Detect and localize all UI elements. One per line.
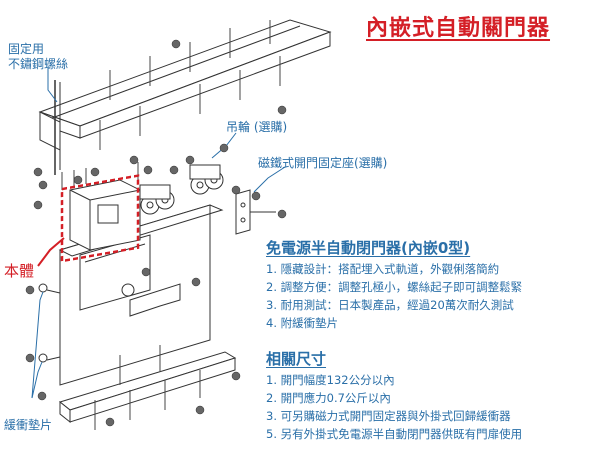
feature-item: 4. 附緩衝墊片 — [266, 316, 339, 330]
hanger-wheel-label: 吊輪 (選購) — [226, 120, 288, 134]
hanger-wheel-right — [189, 164, 224, 195]
features-list: 1. 隱藏設計：搭配埋入式軌道，外觀俐落簡約 2. 調整方便：調整孔極小，螺絲起… — [266, 260, 522, 332]
hanger-wheel-left — [139, 184, 175, 215]
feature-item: 2. 調整方便：調整孔極小，螺絲起子即可調整鬆緊 — [266, 280, 523, 294]
dimension-item: 3. 可另購磁力式開門固定器與外掛式回歸緩衝器 — [266, 409, 511, 423]
dimensions-heading: 相關尺寸 — [266, 350, 327, 368]
magnetic-mount — [235, 189, 251, 235]
fixing-screw-label-line2: 不鏽鋼螺絲 — [8, 57, 69, 71]
magnetic-mount-label: 磁鐵式開門固定座(選購) — [258, 156, 388, 170]
body-highlight — [60, 174, 140, 263]
main-body-label: 本體 — [4, 262, 35, 280]
buffer-pad-label: 緩衝墊片 — [4, 418, 53, 432]
feature-item: 3. 耐用測試：日本製產品，經過20萬次耐久測試 — [266, 298, 514, 312]
part-callouts — [25, 39, 287, 427]
fixing-screw-label-line1: 固定用 — [8, 42, 45, 56]
page-title: 內嵌式自動關門器 — [366, 16, 551, 41]
top-rail — [38, 19, 332, 127]
dimensions-list: 1. 開門幅度132公分以內 2. 開門應力0.7公斤以內 3. 可另購磁力式開… — [266, 371, 522, 443]
features-heading: 免電源半自動閉門器(內嵌0型) — [266, 239, 471, 257]
feature-item: 1. 隱藏設計：搭配埋入式軌道，外觀俐落簡約 — [266, 262, 500, 276]
fixing-screw-label: 固定用 不鏽鋼螺絲 — [8, 42, 68, 72]
dimension-item: 2. 開門應力0.7公斤以內 — [266, 391, 391, 405]
dimension-item: 1. 開門幅度132公分以內 — [266, 373, 395, 387]
dimension-item: 5. 另有外掛式免電源半自動閉門器供既有門扉使用 — [266, 427, 523, 441]
